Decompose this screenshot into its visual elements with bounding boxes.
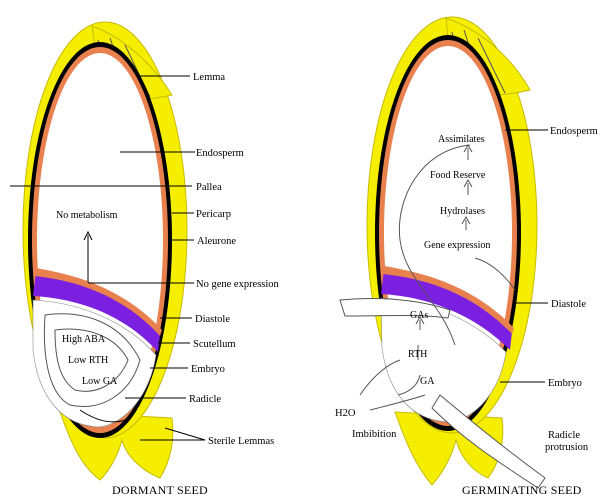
label-aleurone: Aleurone bbox=[197, 236, 236, 247]
label-diastole-germ: Diastole bbox=[551, 299, 586, 310]
germinating-seed bbox=[340, 17, 545, 488]
label-no-gene-expression: No gene expression bbox=[196, 279, 280, 290]
label-low-ga: Low GA bbox=[82, 376, 118, 387]
caption-germinating: GERMINATING SEED bbox=[462, 483, 582, 497]
label-high-aba: High ABA bbox=[62, 334, 106, 345]
label-assimilates: Assimilates bbox=[438, 134, 485, 145]
label-sterile-lemmas: Sterile Lemmas bbox=[208, 436, 274, 447]
label-scutellum: Scutellum bbox=[193, 339, 236, 350]
label-diastole: Diastole bbox=[195, 314, 230, 325]
label-ga: GA bbox=[420, 376, 435, 387]
label-pericarp: Pericarp bbox=[196, 209, 231, 220]
label-pallea: Pallea bbox=[196, 182, 222, 193]
label-lemma: Lemma bbox=[193, 72, 225, 83]
label-gas: GAs bbox=[410, 310, 428, 321]
label-endosperm: Endosperm bbox=[196, 148, 244, 159]
label-h2o: H2O bbox=[335, 408, 356, 419]
label-gene-expression: Gene expression bbox=[424, 240, 490, 251]
label-radicle-protrusion-2: protrusion bbox=[545, 442, 589, 453]
label-low-rth: Low RTH bbox=[68, 355, 108, 366]
label-radicle: Radicle bbox=[189, 394, 221, 405]
label-rth: RTH bbox=[408, 349, 427, 360]
label-imbibition: Imbibition bbox=[352, 429, 397, 440]
label-endosperm-germ: Endosperm bbox=[550, 126, 598, 137]
caption-dormant: DORMANT SEED bbox=[112, 483, 208, 497]
label-no-metabolism: No metabolism bbox=[56, 210, 118, 221]
label-embryo: Embryo bbox=[191, 364, 225, 375]
label-embryo-germ: Embryo bbox=[548, 378, 582, 389]
label-radicle-protrusion-1: Radicle bbox=[548, 430, 580, 441]
label-hydrolases: Hydrolases bbox=[440, 206, 485, 217]
dormant-seed bbox=[23, 22, 187, 480]
label-food-reserve: Food Reserve bbox=[430, 170, 486, 181]
